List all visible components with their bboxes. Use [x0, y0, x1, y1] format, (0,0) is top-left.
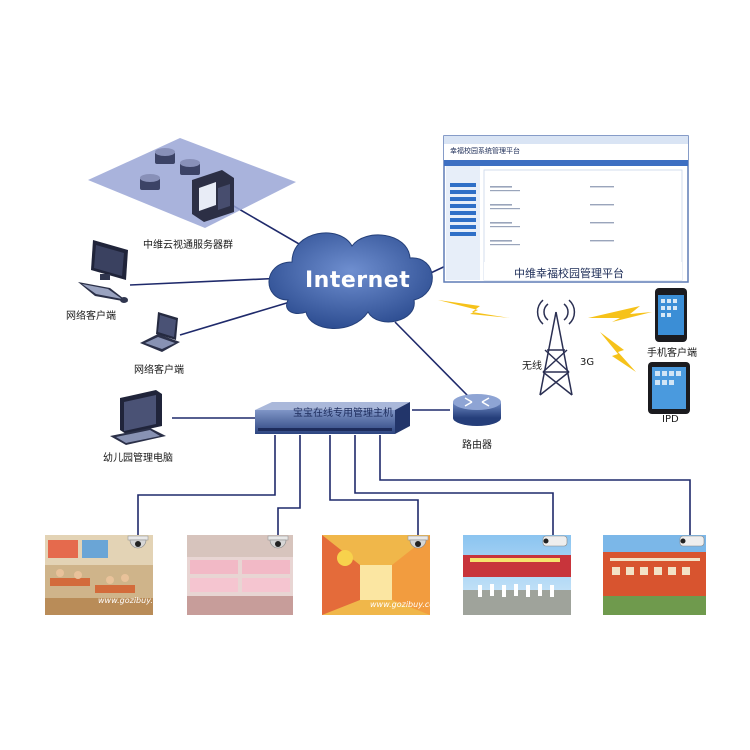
link-switch-cam2 — [277, 435, 301, 536]
link-client1-internet — [129, 277, 286, 286]
switch-icon — [255, 402, 410, 434]
platform-title-label: 中维幸福校园管理平台 — [514, 267, 624, 280]
link-switch-cam5 — [379, 435, 691, 536]
tablet-icon — [648, 362, 690, 414]
wireless-label: 无线 — [522, 361, 542, 372]
cloud-icon — [268, 232, 433, 329]
desktop-computer-icon — [110, 390, 166, 445]
watermark: www.gozibuy.com — [370, 600, 442, 609]
dome-camera-icon — [267, 535, 289, 549]
smartphone-icon — [655, 288, 687, 342]
server-cluster-icon — [88, 138, 296, 228]
building-photo — [603, 535, 706, 615]
bullet-camera-icon — [542, 535, 568, 547]
router-label: 路由器 — [462, 440, 492, 451]
wireless-signal — [438, 300, 652, 372]
link-internet-router — [394, 321, 469, 397]
network-client-label: 网络客户端 — [66, 311, 116, 322]
switch-label: 宝宝在线专用管理主机 — [293, 408, 393, 419]
network-client-label: 网络客户端 — [134, 365, 184, 376]
bedroom-photo — [187, 535, 293, 615]
platform-header-label: 幸福校园系统管理平台 — [450, 147, 520, 155]
link-switch-cam1 — [137, 435, 276, 536]
desktop-computer-icon — [78, 240, 128, 303]
ipd-label: IPD — [662, 414, 679, 425]
dome-camera-icon — [407, 535, 429, 549]
dome-camera-icon — [127, 535, 149, 549]
hallway-photo — [322, 535, 430, 615]
connection-lines — [129, 204, 691, 536]
internet-label: Internet — [305, 268, 411, 293]
link-switch-cam3 — [329, 435, 419, 536]
cell-tower-icon — [536, 299, 576, 396]
laptop-icon — [140, 312, 180, 352]
kindergarten-pc-label: 幼儿园管理电脑 — [103, 453, 173, 464]
platform-screenshot — [443, 135, 689, 283]
3g-label: 3G — [580, 357, 595, 368]
bullet-camera-icon — [679, 535, 705, 547]
link-client2-internet — [179, 301, 291, 336]
watermark: www.gozibuy.com — [98, 596, 170, 605]
link-switch-cam4 — [354, 435, 554, 536]
router-icon — [453, 394, 501, 426]
mobile-client-label: 手机客户端 — [647, 348, 697, 359]
server-cluster-label: 中维云视通服务器群 — [143, 240, 233, 251]
performance-photo — [463, 535, 571, 615]
